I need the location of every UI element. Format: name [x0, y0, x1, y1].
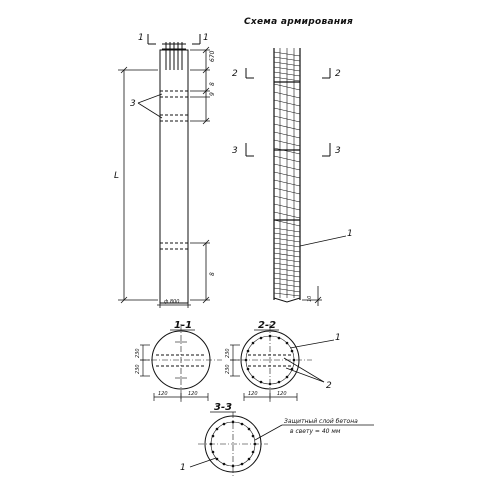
cover-note-line-2: в свету = 40 мм	[290, 428, 341, 435]
s22-h1: 230	[225, 348, 231, 358]
section-3-3-title: 3-3	[214, 402, 232, 413]
s33-callout-1: 1	[180, 463, 186, 473]
callout-1-leader	[300, 236, 346, 246]
section-mark-1-right: 1	[203, 33, 209, 43]
section-mark-2	[246, 68, 330, 78]
callout-3: 3	[130, 99, 136, 109]
diameter-label: ф 800	[164, 299, 179, 305]
s22-callout-2: 2	[326, 381, 332, 391]
section-2-2-title: 2-2	[258, 320, 276, 331]
dim-bottom: 8	[209, 272, 216, 276]
s22-w2: 120	[277, 391, 287, 397]
s33-callout-1-leader	[190, 458, 216, 467]
s11-w1: 120	[158, 391, 168, 397]
section-3-3-bars	[209, 420, 257, 468]
rebar-cage-elevation	[274, 48, 300, 302]
callout-3-leader	[138, 94, 162, 118]
s22-w1: 120	[248, 391, 258, 397]
section-2-2-dims	[230, 345, 297, 401]
callout-1-rebar: 1	[347, 229, 353, 239]
section-mark-2-right: 2	[335, 69, 341, 79]
pile-elevation	[160, 42, 188, 303]
s22-callout-1: 1	[335, 333, 341, 343]
dim-top-3: 9	[209, 92, 216, 96]
s11-w2: 120	[188, 391, 198, 397]
cover-dimension	[302, 286, 322, 306]
length-dimension	[118, 67, 158, 303]
section-2-2-bars	[244, 334, 296, 386]
cover-note-line-1: Защитный слой бетона	[284, 418, 358, 425]
section-1-1	[140, 324, 222, 402]
pile-body	[160, 50, 188, 303]
section-1-1-dims	[140, 345, 208, 401]
s11-h1: 230	[135, 348, 141, 358]
section-mark-3	[246, 143, 330, 156]
section-mark-3-right: 3	[335, 146, 341, 156]
note-leader	[255, 425, 282, 440]
section-mark-3-left: 3	[232, 146, 238, 156]
section-mark-2-left: 2	[232, 69, 238, 79]
cage-tip	[274, 298, 300, 302]
drawing-title: Схема армирования	[244, 17, 353, 27]
diameter-dimension	[157, 301, 191, 308]
bottom-dimension	[190, 240, 210, 303]
s22-h2: 230	[225, 364, 231, 374]
dim-cover: 10	[307, 296, 313, 302]
section-mark-1	[148, 34, 200, 44]
dim-top-1: 670	[209, 50, 216, 62]
dim-top-2: 8	[209, 82, 216, 86]
section-1-1-title: 1-1	[174, 320, 192, 331]
s22-callout-2-leader	[284, 358, 324, 382]
spiral-hoops	[274, 52, 300, 296]
length-label: L	[114, 171, 119, 181]
section-mark-1-left: 1	[138, 33, 144, 43]
s22-callout-1-leader	[290, 340, 334, 348]
top-dimension-chain	[190, 47, 210, 124]
s11-h2: 230	[135, 364, 141, 374]
